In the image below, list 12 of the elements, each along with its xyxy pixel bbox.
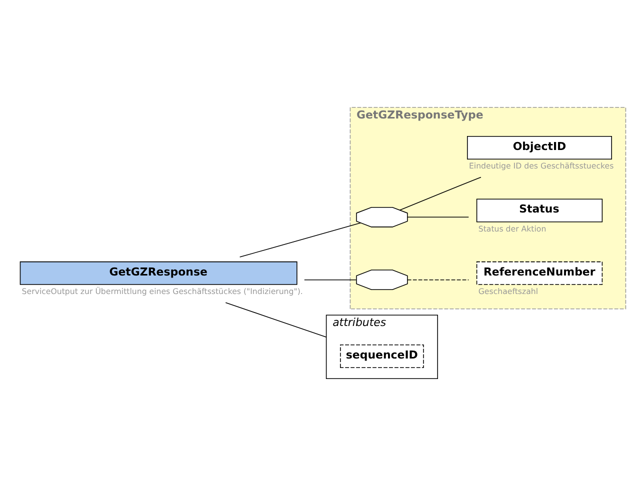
connector [407,279,470,280]
node-label: Geschaeftszahl [478,286,538,296]
connector [225,302,327,338]
connector [399,176,482,210]
connector [239,222,362,258]
node-label: Eindeutige ID des Geschäftsstueckes [468,162,614,171]
node-label: ServiceOutput zur Übermittlung eines Geschäftsstückes ("Indizierung"). [22,286,303,296]
node-octagon [356,270,408,290]
node-octagon [356,206,408,228]
node-label: Status der Aktion [478,224,546,234]
connector [407,216,470,218]
connector [304,279,357,280]
